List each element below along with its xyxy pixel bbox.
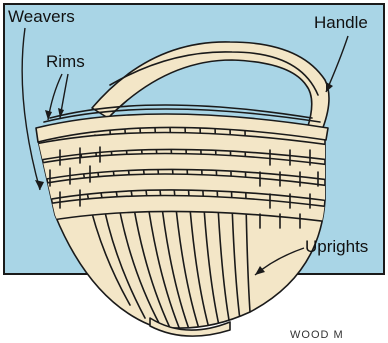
label-uprights: Uprights [305, 237, 368, 256]
label-handle: Handle [314, 13, 368, 32]
label-rims: Rims [46, 52, 85, 71]
label-weavers: Weavers [8, 7, 75, 26]
credit-text: WOOD M [290, 329, 344, 341]
basket-body [30, 105, 330, 336]
